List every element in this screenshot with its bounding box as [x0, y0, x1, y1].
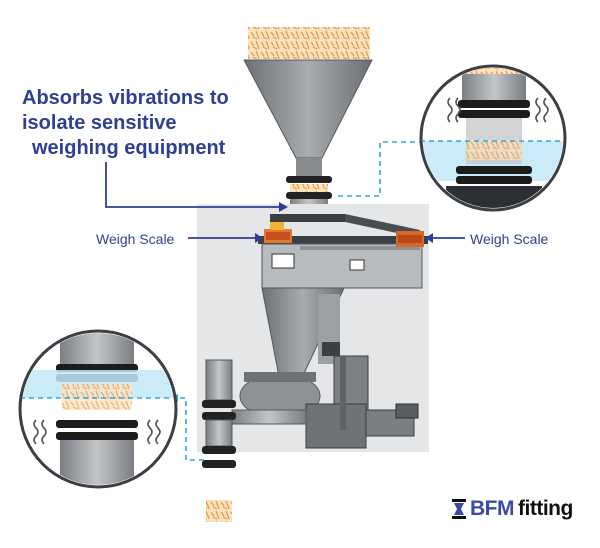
bfm-logo-mark-icon [452, 499, 466, 519]
brand-primary: BFM [470, 497, 515, 520]
top-product-stream [248, 27, 370, 59]
bottom-zoom-circle [18, 329, 178, 489]
bfm-logo: BFM fitting [452, 494, 573, 524]
discharge-pipe [202, 359, 307, 522]
feeder-motor [305, 342, 419, 449]
right-weigh-scale-label: Weigh Scale [470, 231, 549, 247]
top-zoom-circle [419, 64, 567, 212]
feeder-flange [244, 372, 316, 382]
callout-headline: Absorbs vibrations to isolate sensitive … [22, 86, 242, 161]
vibration-wave-icon [447, 97, 453, 123]
callout-line-1: Absorbs vibrations to [22, 87, 229, 109]
callout-arrow [105, 162, 288, 212]
callout-line-3: weighing equipment [32, 137, 226, 159]
callout-line-2: isolate sensitive [22, 112, 177, 134]
left-weigh-scale [264, 222, 292, 243]
arrow-left-icon [425, 233, 465, 243]
brand-secondary: fitting [518, 497, 573, 520]
hopper-neck [296, 158, 322, 176]
top-dashed-connector [338, 138, 428, 197]
right-weigh-scale [396, 231, 424, 247]
weigh-frame [258, 214, 428, 289]
arrow-right-icon [188, 233, 263, 243]
left-weigh-scale-label: Weigh Scale [96, 231, 175, 247]
hopper-cone [243, 59, 373, 159]
